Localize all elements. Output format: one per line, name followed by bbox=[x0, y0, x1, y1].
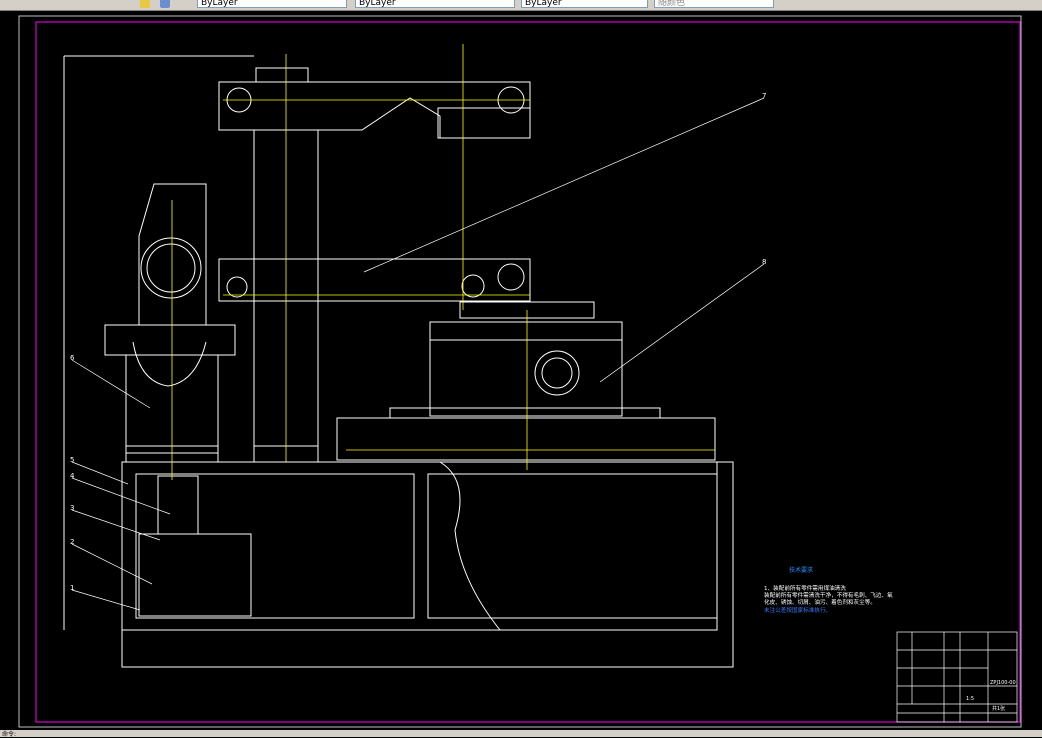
base-inner-right bbox=[427, 473, 718, 619]
part-label-1: 1 bbox=[70, 584, 74, 592]
upper-head bbox=[255, 67, 309, 83]
lead-screw-bed bbox=[336, 417, 716, 461]
style-icon[interactable] bbox=[160, 0, 170, 8]
property-toolbar: ByLayer ByLayer ByLayer 随颜色 bbox=[0, 0, 1042, 11]
technical-notes: 1、装配前所有零件需用煤油清洗 装配前所有零件需清洗干净，不得有毛刺、飞边、氧化… bbox=[764, 586, 896, 615]
left-gear-outer bbox=[140, 237, 202, 299]
sheet-frame bbox=[35, 21, 1021, 723]
middle-arm bbox=[218, 258, 531, 302]
inner-shaft bbox=[157, 475, 199, 535]
leader-lines bbox=[71, 97, 765, 611]
table-body bbox=[429, 339, 623, 417]
part-labels: 7 8 6 5 4 3 2 1 bbox=[70, 92, 766, 592]
frame-left-line bbox=[63, 55, 254, 630]
table-motor-outer bbox=[534, 350, 580, 396]
part-label-2: 2 bbox=[70, 538, 74, 546]
notes-title: 技术要求 bbox=[789, 567, 814, 574]
title-block-drawing-no: ZPJ100-00 bbox=[990, 680, 1016, 686]
centerlines bbox=[171, 44, 715, 480]
lineweight-dropdown[interactable]: ByLayer bbox=[521, 0, 648, 8]
middle-pivot-right bbox=[461, 274, 485, 298]
part-label-8: 8 bbox=[762, 258, 766, 266]
left-gear-inner bbox=[146, 243, 196, 293]
layer-icon[interactable] bbox=[140, 0, 150, 8]
title-block-scale: 1:5 bbox=[966, 696, 974, 702]
notes-body: 装配前所有零件需清洗干净，不得有毛刺、飞边、氧化皮、锈蚀、切屑、油污、着色剂和灰… bbox=[764, 593, 893, 607]
drawing-canvas[interactable]: 7 8 6 5 4 3 2 1 ZPJ100-00 1:5 共1张 bbox=[0, 10, 1042, 737]
part-label-3: 3 bbox=[70, 504, 74, 512]
break-line bbox=[439, 461, 501, 631]
table-motor-inner bbox=[541, 357, 573, 389]
base-frame bbox=[121, 461, 718, 631]
color-dropdown[interactable]: ByLayer bbox=[197, 0, 347, 8]
command-prompt: 命令: bbox=[2, 731, 17, 738]
assembly-drawing bbox=[63, 55, 734, 668]
plotstyle-dropdown[interactable]: 随颜色 bbox=[654, 0, 774, 8]
middle-pivot-end bbox=[497, 263, 525, 291]
upper-clamp bbox=[437, 107, 531, 139]
part-label-6: 6 bbox=[70, 354, 75, 362]
part-label-7: 7 bbox=[762, 92, 766, 100]
viewport-border bbox=[18, 15, 1022, 728]
base-inner bbox=[135, 473, 415, 619]
left-bracket bbox=[138, 183, 207, 326]
inner-motor bbox=[138, 533, 252, 617]
title-block-sheet: 共1张 bbox=[992, 705, 1005, 712]
notes-last-line: 未注公差按国家标准执行。 bbox=[764, 607, 832, 614]
table-top bbox=[429, 321, 623, 341]
left-mount bbox=[104, 324, 236, 356]
left-pulley bbox=[132, 341, 207, 387]
notes-item-1: 1、装配前所有零件需用煤油清洗 bbox=[764, 586, 846, 592]
command-line[interactable]: 命令: bbox=[0, 730, 1042, 738]
upper-arm bbox=[218, 81, 531, 139]
linetype-dropdown[interactable]: ByLayer bbox=[355, 0, 515, 8]
middle-pivot-left bbox=[226, 276, 248, 298]
part-label-5: 5 bbox=[70, 456, 74, 464]
part-label-4: 4 bbox=[70, 472, 75, 480]
title-block bbox=[896, 631, 1018, 723]
